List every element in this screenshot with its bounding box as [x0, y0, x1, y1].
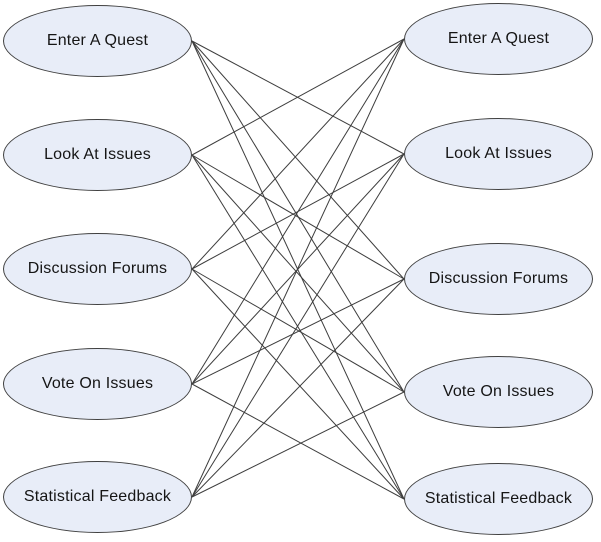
node-label: Vote On Issues — [41, 375, 154, 392]
node-left-statistical-feedback: Statistical Feedback — [3, 461, 192, 533]
node-left-vote-on-issues: Vote On Issues — [3, 348, 192, 420]
node-label: Vote On Issues — [442, 383, 555, 400]
node-label: Discussion Forums — [27, 260, 168, 277]
node-right-statistical-feedback: Statistical Feedback — [404, 463, 593, 535]
node-label: Enter A Quest — [447, 30, 550, 47]
node-label: Statistical Feedback — [23, 488, 172, 505]
node-left-enter-a-quest: Enter A Quest — [3, 5, 192, 77]
node-right-vote-on-issues: Vote On Issues — [404, 356, 593, 428]
node-right-look-at-issues: Look At Issues — [404, 118, 593, 190]
node-left-discussion-forums: Discussion Forums — [3, 233, 192, 305]
node-label: Enter A Quest — [46, 32, 149, 49]
node-right-discussion-forums: Discussion Forums — [404, 243, 593, 315]
node-right-enter-a-quest: Enter A Quest — [404, 3, 593, 75]
node-left-look-at-issues: Look At Issues — [3, 119, 192, 191]
node-label: Statistical Feedback — [424, 490, 573, 507]
node-label: Look At Issues — [44, 146, 151, 163]
node-label: Look At Issues — [445, 145, 552, 162]
node-label: Discussion Forums — [428, 270, 569, 287]
